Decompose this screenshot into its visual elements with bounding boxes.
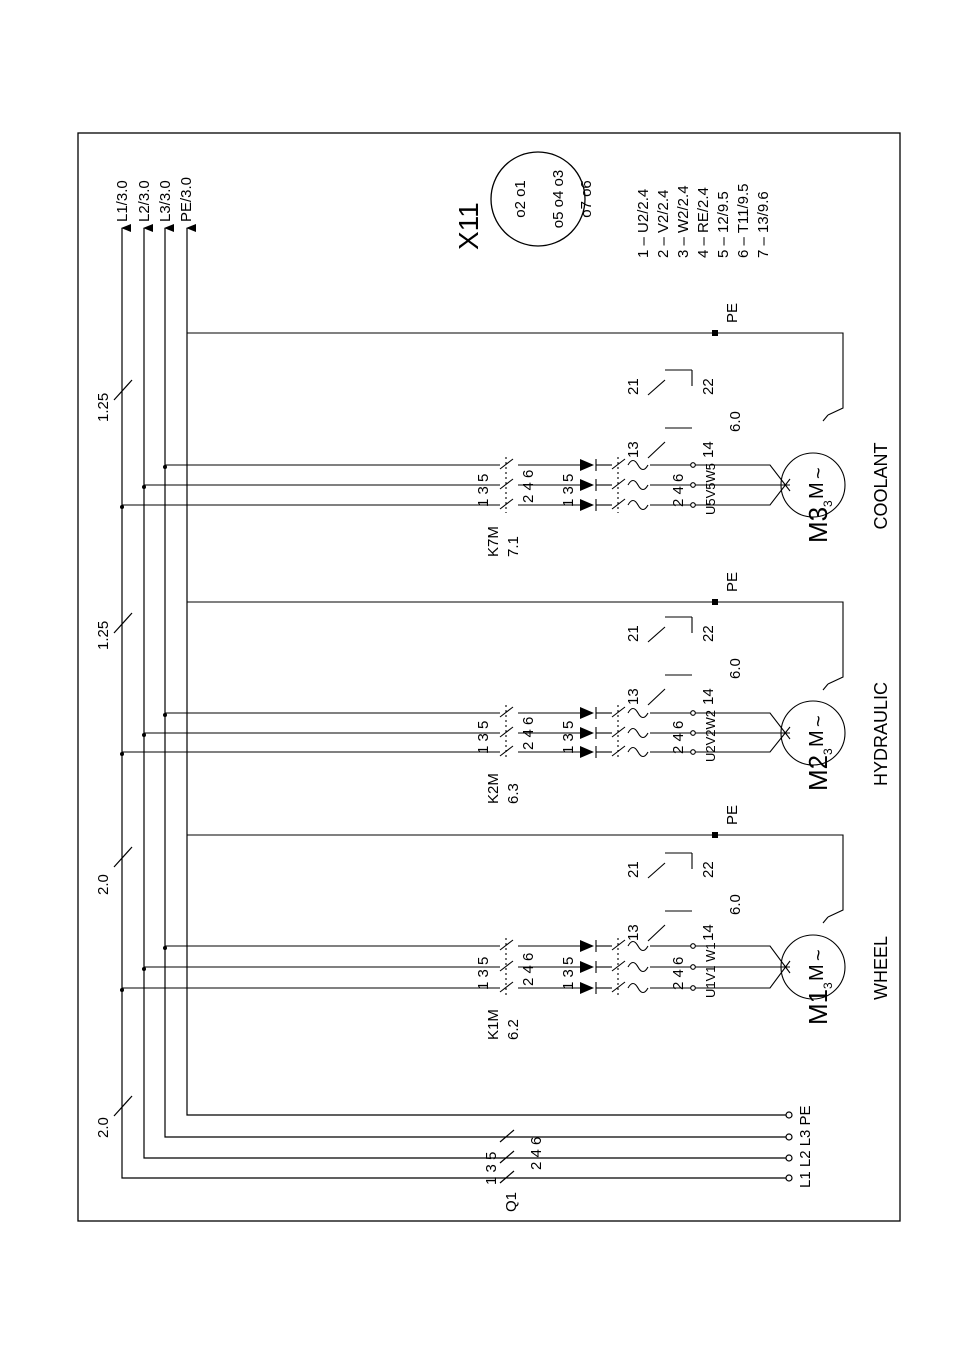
overload-bottom-numbers: 2 4 6 — [670, 721, 687, 754]
aux-ref: 6.0 — [727, 894, 744, 915]
pe-label: PE — [724, 805, 741, 825]
connector-legend-item: 3 – W2/2.4 — [675, 185, 692, 258]
motor-group-1 — [120, 832, 846, 1000]
motor-symbol — [780, 934, 846, 1000]
aux-13: 13 — [625, 924, 642, 941]
motor-id: M1 — [803, 989, 833, 1025]
cable-label-2: 2.0 — [95, 874, 112, 895]
aux-ref: 6.0 — [727, 411, 744, 432]
contact-top-numbers: 1 3 5 — [475, 957, 492, 990]
aux-14: 14 — [700, 688, 717, 705]
contactor-ref: 6.3 — [505, 783, 522, 804]
overload-top-numbers: 1 3 5 — [560, 474, 577, 507]
aux-22: 22 — [700, 378, 717, 395]
contact-bottom-numbers: 2 4 6 — [520, 953, 537, 986]
motor-id: M3 — [803, 507, 833, 543]
motor-tilde: ~ — [808, 467, 830, 479]
pe-label: PE — [724, 303, 741, 323]
bus-line-l1 — [121, 224, 787, 1179]
connector-pins-row1: o2 o1 — [512, 180, 529, 218]
motor-letter: M — [806, 482, 828, 499]
bus-label-l1: L1/3.0 — [114, 180, 131, 222]
main-switch-top-numbers: 1 3 5 — [483, 1152, 500, 1185]
bus-label-l2: L2/3.0 — [136, 180, 153, 222]
motor-name: WHEEL — [871, 936, 891, 1000]
overload-bottom-numbers: 2 4 6 — [670, 474, 687, 507]
cable-markers — [113, 379, 133, 1117]
drawing-frame — [77, 132, 901, 1222]
motor-group-3 — [120, 330, 846, 518]
motor-id: M2 — [803, 755, 833, 791]
contactor-ref: 7.1 — [505, 536, 522, 557]
connector-name: X11 — [453, 202, 484, 250]
overload-top-numbers: 1 3 5 — [560, 957, 577, 990]
pe-branch — [187, 332, 844, 416]
motor-symbol — [780, 452, 846, 518]
contact-bottom-numbers: 2 4 6 — [520, 470, 537, 503]
motor-terminals: U2V2W2 — [703, 710, 718, 762]
contactor-label: K2M — [485, 773, 502, 804]
contactor-label: K7M — [485, 526, 502, 557]
motor-name: HYDRAULIC — [871, 682, 891, 786]
aux-14: 14 — [700, 441, 717, 458]
supply-terminals — [785, 1111, 793, 1182]
cable-label-1: 2.0 — [95, 1117, 112, 1138]
cable-label-4: 1.25 — [95, 393, 112, 422]
contact-top-numbers: 1 3 5 — [475, 474, 492, 507]
cable-label-3: 1.25 — [95, 621, 112, 650]
connector-legend-item: 1 – U2/2.4 — [635, 189, 652, 258]
connector-legend-item: 4 – RE/2.4 — [695, 187, 712, 258]
motor-phase: 3 — [821, 982, 835, 989]
bus-line-l3 — [164, 224, 787, 1138]
overload-bottom-numbers: 2 4 6 — [670, 957, 687, 990]
motor-letter: M — [806, 730, 828, 747]
motor-letter: M — [806, 964, 828, 981]
main-switch-label: Q1 — [503, 1192, 520, 1212]
pe-branch — [187, 834, 844, 918]
motor-tilde: ~ — [808, 949, 830, 961]
power-bus — [121, 224, 787, 1184]
aux-ref: 6.0 — [727, 658, 744, 679]
aux-14: 14 — [700, 924, 717, 941]
contact-top-numbers: 1 3 5 — [475, 721, 492, 754]
overload-top-numbers: 1 3 5 — [560, 721, 577, 754]
connector-legend-item: 6 – T11/9.5 — [735, 183, 752, 258]
contact-bottom-numbers: 2 4 6 — [520, 717, 537, 750]
connector-pins-row3: o7 o6 — [578, 180, 595, 218]
motor-phase: 3 — [821, 748, 835, 755]
main-switch-bottom-numbers: 2 4 6 — [528, 1137, 545, 1170]
supply-terminal-labels: L1 L2 L3 PE — [797, 1105, 814, 1188]
aux-21: 21 — [625, 378, 642, 395]
connector-legend-item: 7 – 13/9.6 — [755, 191, 772, 258]
connector-legend-item: 5 – 12/9.5 — [715, 191, 732, 258]
bus-line-pe — [186, 224, 787, 1116]
bus-label-pe: PE/3.0 — [178, 177, 195, 222]
connector-pins-row2: o5 o4 o3 — [550, 170, 567, 228]
motor-group-2 — [120, 599, 846, 766]
bus-line-l2 — [143, 224, 787, 1159]
motor-tilde: ~ — [808, 715, 830, 727]
connector-legend-item: 2 – V2/2.4 — [655, 190, 672, 258]
motor-symbol — [780, 700, 846, 766]
contactor-label: K1M — [485, 1009, 502, 1040]
aux-22: 22 — [700, 625, 717, 642]
aux-13: 13 — [625, 441, 642, 458]
motor-phase: 3 — [821, 500, 835, 507]
aux-13: 13 — [625, 688, 642, 705]
contactor-ref: 6.2 — [505, 1019, 522, 1040]
motor-terminals: U5V5W5 — [703, 463, 718, 515]
aux-22: 22 — [700, 861, 717, 878]
aux-21: 21 — [625, 625, 642, 642]
bus-label-l3: L3/3.0 — [157, 180, 174, 222]
connector-circle — [490, 151, 586, 247]
pe-label: PE — [724, 572, 741, 592]
motor-name: COOLANT — [871, 442, 891, 529]
pe-branch — [187, 601, 844, 685]
motor-terminals: U1V1 W1 — [703, 942, 718, 998]
aux-21: 21 — [625, 861, 642, 878]
